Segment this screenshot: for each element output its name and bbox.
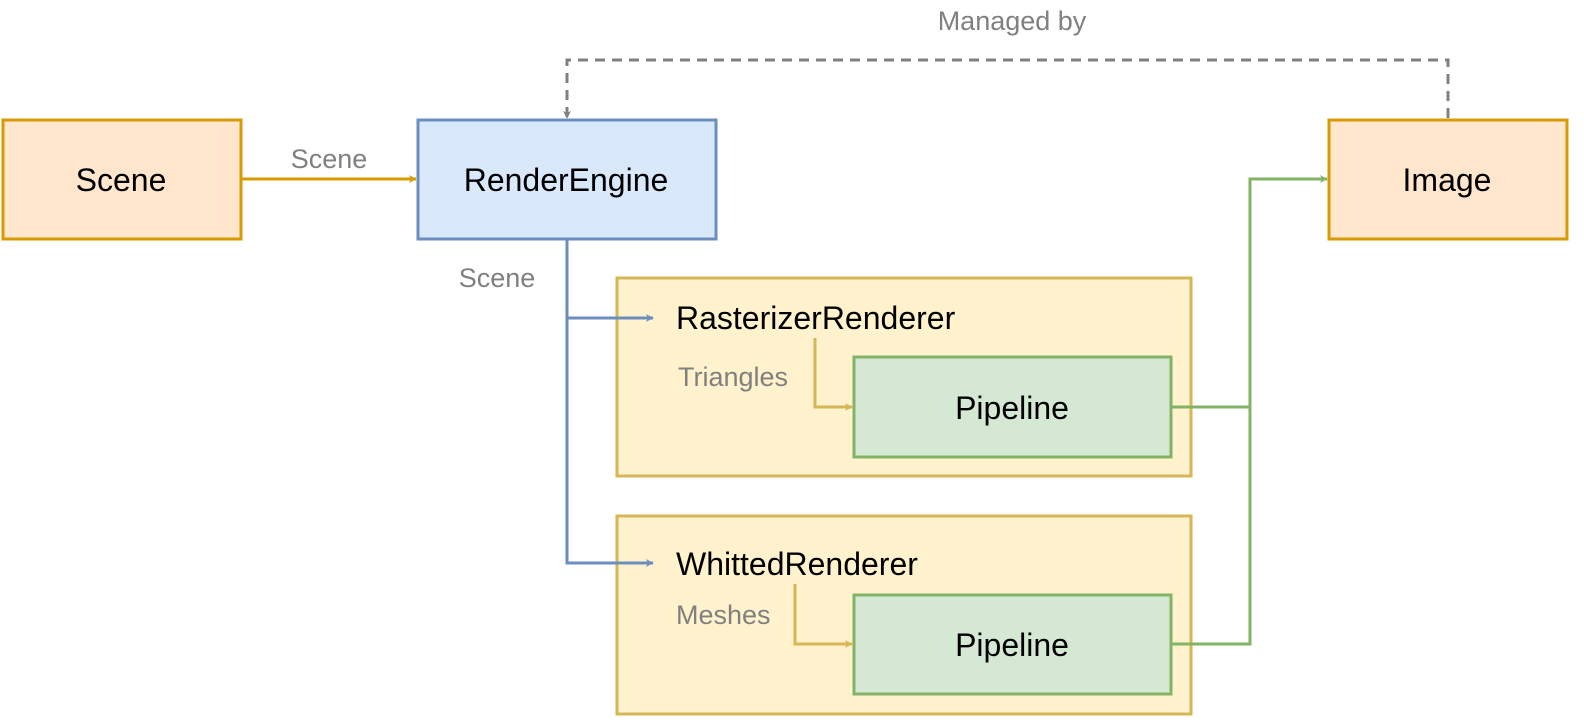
- render-engine-node-label: RenderEngine: [464, 162, 669, 198]
- render-engine-node[interactable]: [416, 118, 718, 241]
- edge-whitted-pipeline-to-image[interactable]: [1171, 407, 1252, 646]
- rasterizer-pipeline-label: Pipeline: [955, 390, 1069, 426]
- meshes-edge-label: Meshes: [676, 600, 771, 630]
- edge-rasterizer-pipeline-to-image[interactable]: [1171, 175, 1328, 409]
- scene-node[interactable]: [1, 118, 243, 241]
- edge-whitted-to-pipeline[interactable]: [793, 584, 853, 648]
- engine-scene-edge-label: Scene: [459, 263, 536, 293]
- scene-edge-label: Scene: [291, 144, 368, 174]
- image-node[interactable]: [1327, 118, 1569, 241]
- edge-engine-to-whitted[interactable]: [565, 318, 654, 567]
- scene-node-label: Scene: [76, 162, 167, 198]
- triangles-edge-label: Triangles: [678, 362, 788, 392]
- rasterizer-renderer-label: RasterizerRenderer: [676, 300, 956, 336]
- whitted-pipeline-label: Pipeline: [955, 627, 1069, 663]
- edge-rasterizer-to-pipeline[interactable]: [813, 338, 853, 411]
- rasterizer-pipeline-node[interactable]: [852, 355, 1173, 459]
- whitted-pipeline-node[interactable]: [852, 593, 1173, 696]
- whitted-renderer-label: WhittedRenderer: [676, 546, 918, 582]
- managed-by-label: Managed by: [938, 6, 1087, 36]
- image-node-label: Image: [1403, 162, 1492, 198]
- edge-image-managed-by-engine[interactable]: [563, 58, 1450, 119]
